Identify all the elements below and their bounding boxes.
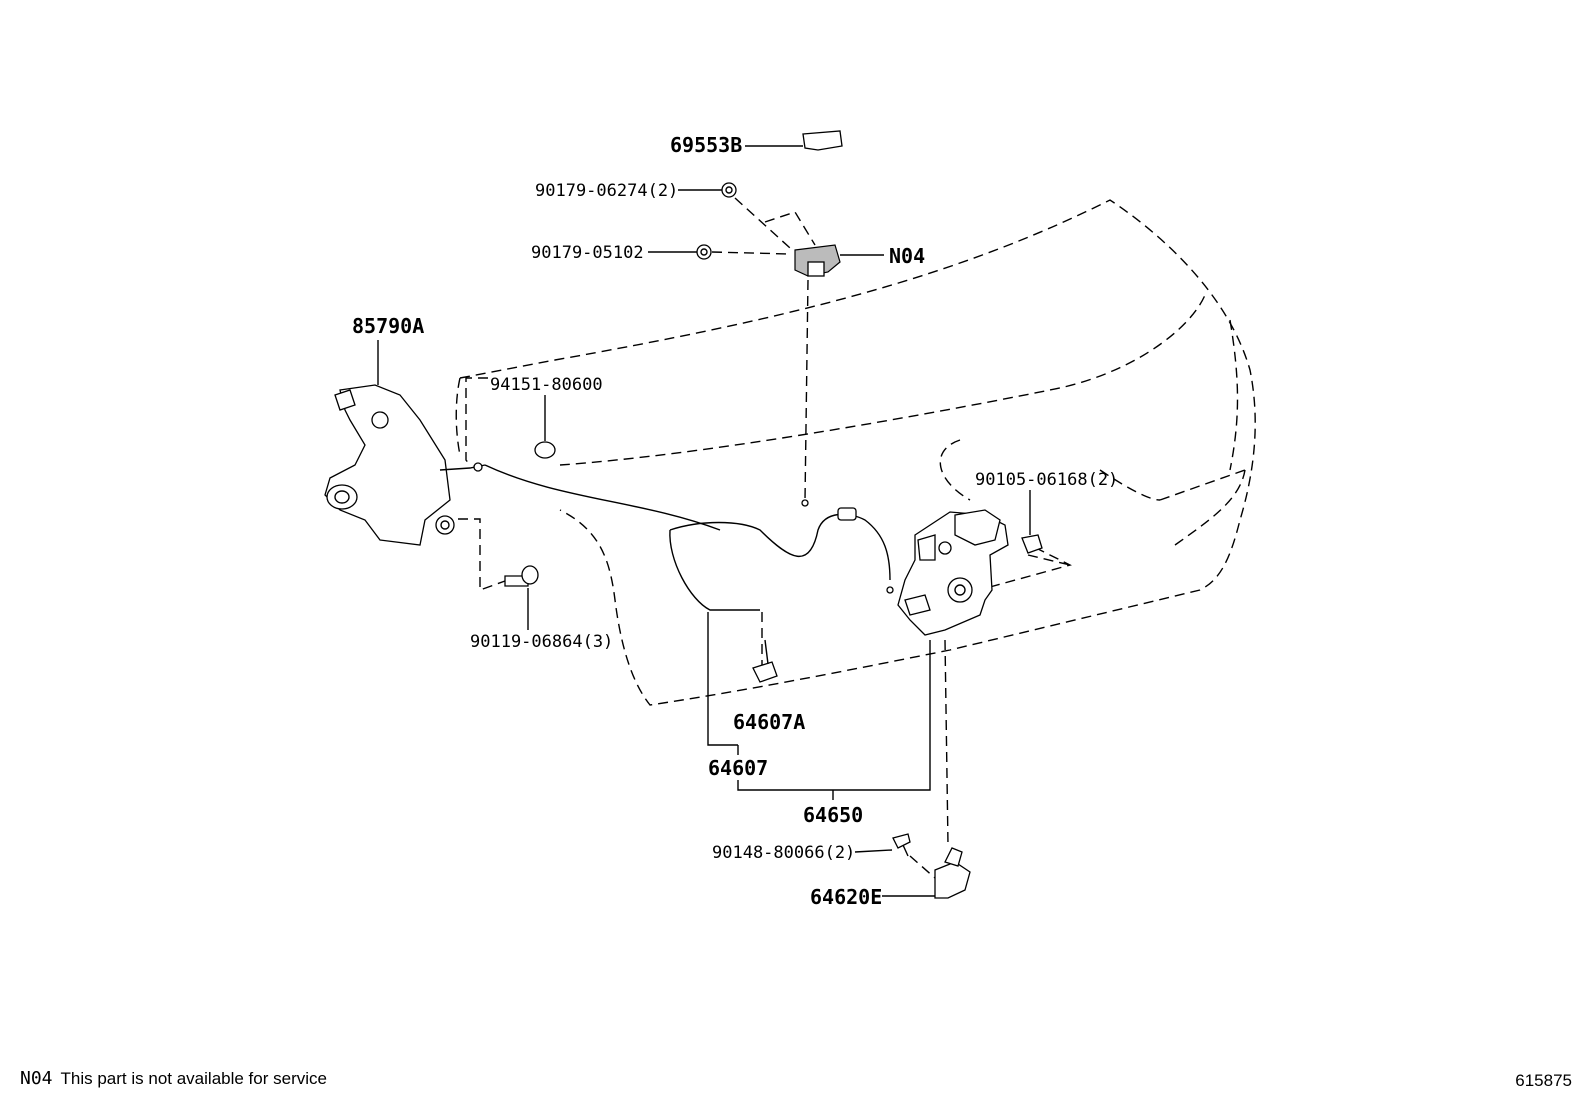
label-90105-06168: 90105-06168(2)	[975, 470, 1118, 490]
trunk-lid-outline	[455, 199, 1256, 706]
part-64607-cable	[669, 499, 894, 611]
label-64607A: 64607A	[733, 710, 805, 734]
label-90148-80066: 90148-80066(2)	[712, 843, 855, 863]
footnote: N04 This part is not available for servic…	[20, 1068, 327, 1089]
label-94151-80600: 94151-80600	[490, 375, 603, 395]
label-N04: N04	[889, 244, 925, 268]
part-90119-06864-bolt: 90119-06864(3)	[458, 518, 613, 652]
part-64650-lock	[897, 509, 1009, 636]
label-90179-06274: 90179-06274(2)	[535, 181, 678, 201]
part-69553B-cover: 69553B	[670, 130, 843, 157]
part-85790A-actuator: 85790A	[324, 314, 486, 546]
label-90179-05102: 90179-05102	[531, 243, 644, 263]
part-64620E-striker: 64620E	[810, 639, 971, 909]
label-64607: 64607	[708, 756, 768, 780]
footnote-text: This part is not available for service	[60, 1069, 327, 1088]
label-64650: 64650	[803, 803, 863, 827]
part-90179-05102-nut: 90179-05102	[531, 243, 791, 263]
footnote-code: N04	[20, 1068, 53, 1089]
reference-number: 615875	[1515, 1071, 1572, 1090]
part-90148-80066-screw: 90148-80066(2)	[712, 833, 936, 879]
label-69553B: 69553B	[670, 133, 742, 157]
part-90179-06274-nut: 90179-06274(2)	[535, 181, 816, 249]
part-94151-80600-nut: 94151-80600	[465, 375, 603, 466]
callout-brackets: 64607 64650	[707, 612, 931, 827]
actuator-cable	[484, 464, 721, 531]
part-N04-switch: N04	[794, 244, 925, 501]
label-85790A: 85790A	[352, 314, 424, 338]
label-64620E: 64620E	[810, 885, 882, 909]
part-90105-06168-bolt: 90105-06168(2)	[975, 470, 1118, 566]
part-64607A-clip: 64607A	[733, 612, 805, 734]
label-90119-06864: 90119-06864(3)	[470, 632, 613, 652]
